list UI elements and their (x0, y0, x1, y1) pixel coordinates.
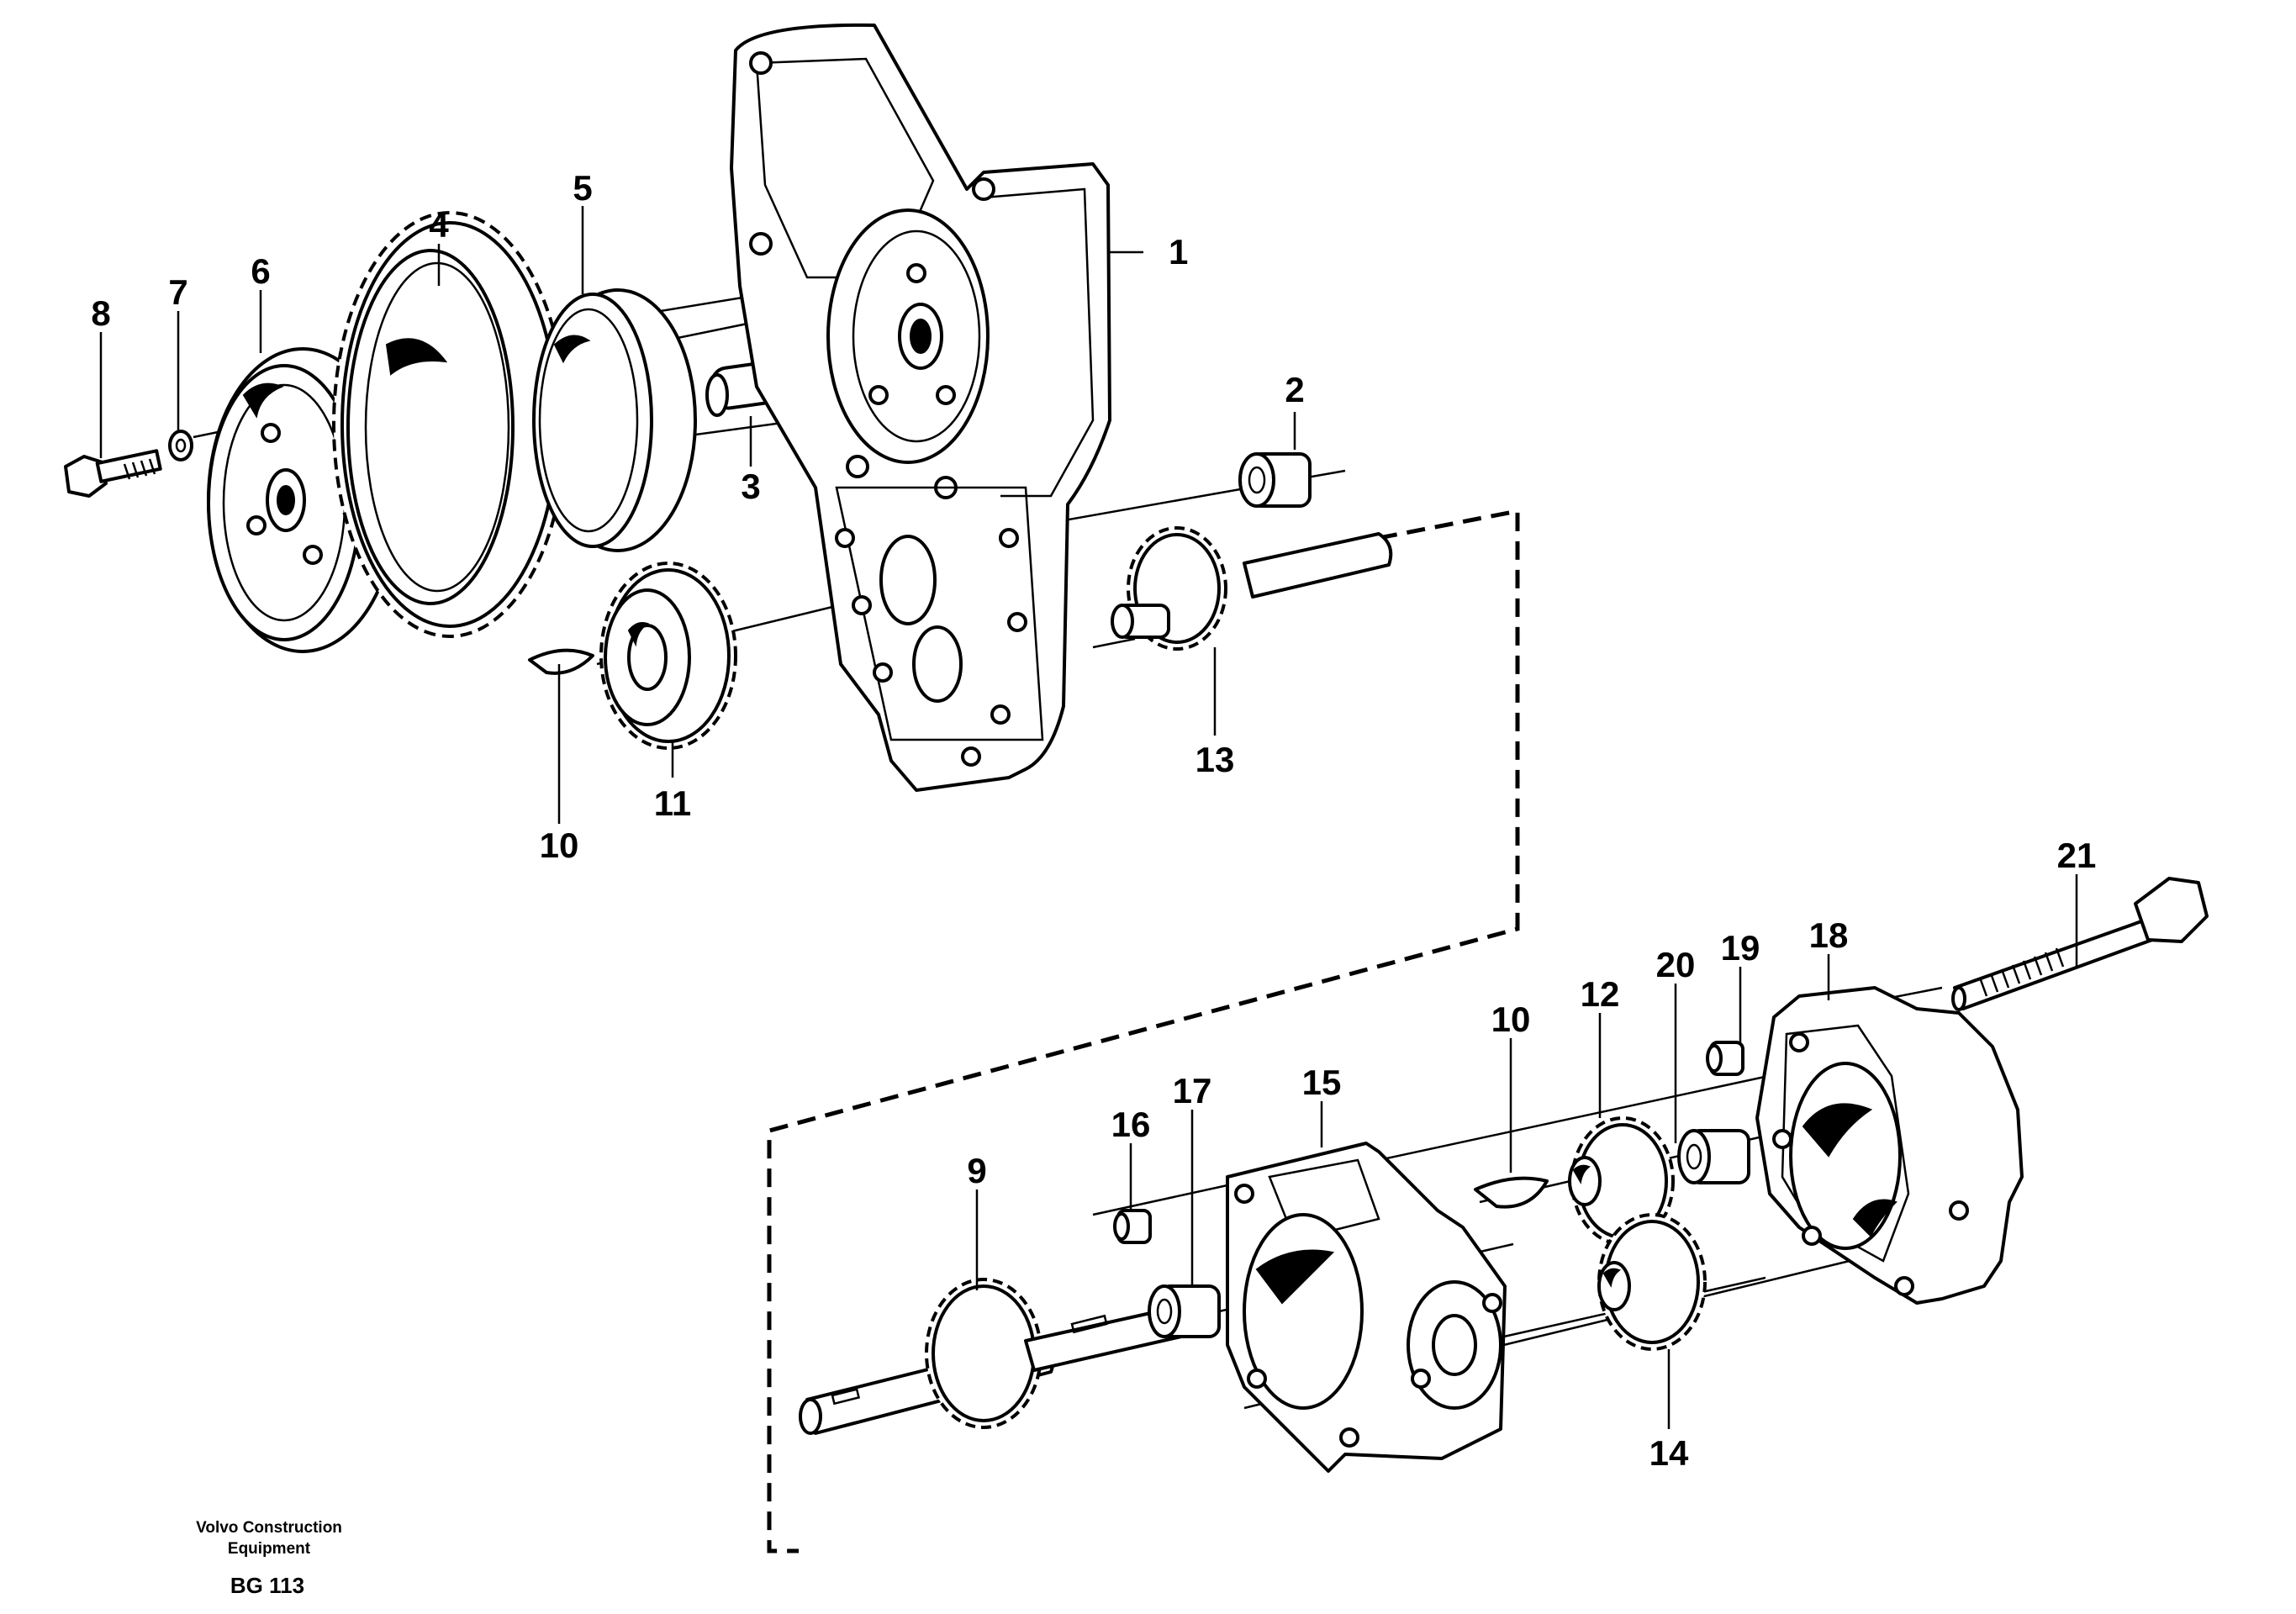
footer: Volvo Construction Equipment BG 113 (196, 1519, 342, 1598)
callout-5: 5 (573, 168, 592, 208)
callout-21: 21 (2057, 836, 2097, 875)
gear-part-11 (599, 562, 737, 750)
key-part-10-upper (528, 648, 594, 675)
housing-part-1 (730, 23, 1111, 792)
bolt-part-8 (64, 449, 162, 498)
gear-part-12 (1568, 1116, 1675, 1246)
callout-20: 20 (1656, 945, 1696, 984)
callout-18: 18 (1809, 915, 1849, 955)
bushing-part-2 (1238, 452, 1312, 508)
bushing-part-17 (1148, 1284, 1221, 1338)
callout-16: 16 (1111, 1105, 1151, 1144)
dowel-part-16 (1113, 1209, 1152, 1244)
callout-labels: 1 2 3 4 5 6 7 8 9 10 10 11 12 13 14 15 1… (91, 168, 2096, 1473)
pump-cover-part-18 (1755, 986, 2024, 1305)
diagram-code: BG 113 (230, 1573, 304, 1598)
timing-gear-part-4 (332, 211, 567, 638)
callout-7: 7 (168, 272, 187, 312)
callout-10-lower: 10 (1491, 1000, 1531, 1039)
company-name-line1: Volvo Construction (196, 1519, 342, 1537)
gear-part-14 (1597, 1213, 1707, 1351)
callout-17: 17 (1173, 1071, 1212, 1110)
callout-14: 14 (1649, 1433, 1689, 1473)
callout-8: 8 (91, 293, 110, 333)
callout-6: 6 (251, 251, 270, 291)
callout-10-upper: 10 (540, 825, 579, 865)
callout-2: 2 (1285, 370, 1304, 409)
callout-12: 12 (1581, 974, 1620, 1014)
key-part-10-lower (1474, 1176, 1549, 1209)
callout-1: 1 (1169, 232, 1188, 272)
callout-4: 4 (429, 205, 449, 245)
bushing-part-20 (1677, 1129, 1750, 1184)
gear-shaft-part-9 (799, 1278, 1185, 1435)
leader-lines (99, 206, 2078, 1429)
callout-15: 15 (1302, 1063, 1342, 1102)
company-name-line2: Equipment (228, 1540, 311, 1558)
pump-group-dashed-outline (767, 508, 1520, 1553)
dowel-part-19 (1706, 1041, 1744, 1076)
callout-11: 11 (654, 783, 691, 823)
bolt-part-21 (1951, 877, 2209, 1011)
callout-9: 9 (967, 1151, 986, 1190)
pump-body-part-15 (1226, 1142, 1507, 1473)
callout-3: 3 (741, 467, 760, 506)
callout-13: 13 (1196, 740, 1235, 779)
washer-part-7 (168, 430, 193, 462)
gear-shaft-part-13 (1111, 526, 1393, 651)
ring-part-5 (532, 288, 697, 552)
callout-19: 19 (1721, 928, 1760, 968)
